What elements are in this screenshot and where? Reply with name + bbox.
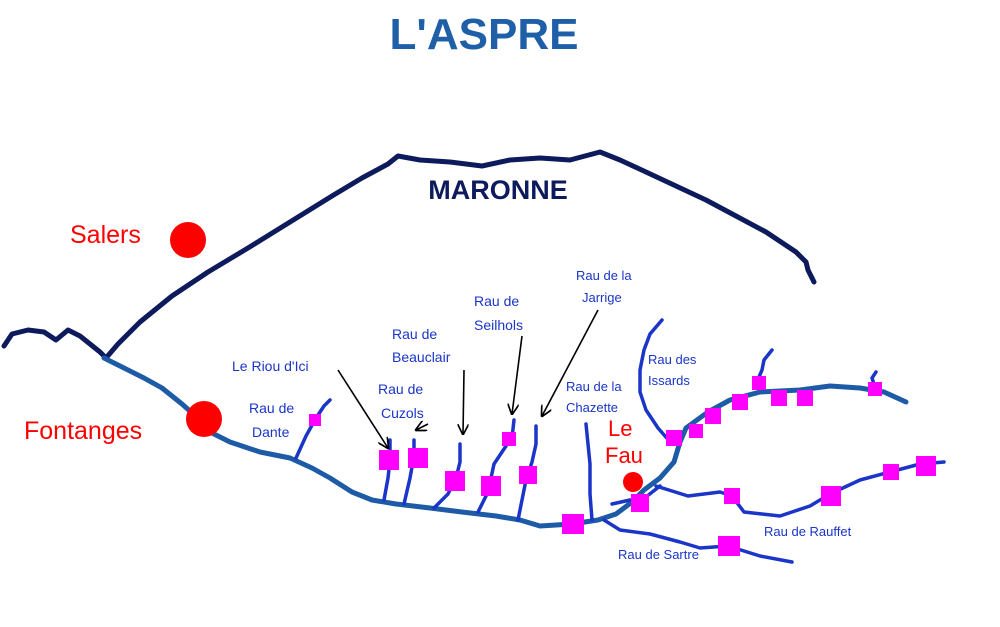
label-dante-2: Dante [252, 424, 290, 440]
stream-sartre [602, 518, 794, 564]
magenta-square-icon [445, 471, 465, 491]
label-beauclair-2: Beauclair [392, 349, 451, 365]
magenta-square-icon [519, 466, 537, 484]
salers-red-dot-icon [170, 222, 206, 258]
stream-rauffet [654, 460, 946, 518]
magenta-square-icon [562, 514, 584, 534]
stream-issards [638, 318, 674, 446]
maronne-label: MARONNE [428, 175, 568, 205]
le-fau-label-1: Le [608, 416, 632, 441]
magenta-square-icon [883, 464, 899, 480]
magenta-square-icon [481, 476, 501, 496]
magenta-square-icon [724, 488, 740, 504]
pointer-arrows [337, 309, 599, 448]
label-jarrige-2: Jarrige [582, 290, 622, 305]
site-markers [309, 376, 936, 556]
label-cuzols-1: Rau de [378, 381, 423, 397]
magenta-square-icon [379, 450, 399, 470]
label-jarrige-1: Rau de la [576, 268, 632, 283]
arrow-beauclair [463, 369, 464, 434]
fontanges-red-dot-icon [186, 401, 222, 437]
stream-chazette [584, 422, 594, 522]
arrow-jarrige [542, 309, 599, 416]
label-seilhols-1: Rau de [474, 293, 519, 309]
stream-dante [294, 398, 332, 460]
label-issards-2: Issards [648, 373, 690, 388]
magenta-square-icon [732, 394, 748, 410]
label-cuzols-2: Cuzols [381, 405, 424, 421]
magenta-square-icon [689, 424, 703, 438]
magenta-square-icon [309, 414, 321, 426]
salers-label: Salers [70, 221, 141, 249]
magenta-square-icon [752, 376, 766, 390]
label-riou-dici: Le Riou d'Ici [232, 358, 309, 374]
magenta-square-icon [771, 390, 787, 406]
le-fau-label-2: Fau [605, 443, 643, 468]
arrow-riou-dici [337, 369, 388, 448]
magenta-square-icon [868, 382, 882, 396]
magenta-square-icon [797, 390, 813, 406]
magenta-square-icon [502, 432, 516, 446]
label-beauclair-1: Rau de [392, 326, 437, 342]
le-fau-red-dot-icon [623, 472, 643, 492]
label-rauffet: Rau de Rauffet [764, 524, 852, 539]
magenta-square-icon [705, 408, 721, 424]
fontanges-label: Fontanges [24, 417, 142, 445]
label-chazette-1: Rau de la [566, 379, 622, 394]
label-issards-1: Rau des [648, 352, 697, 367]
magenta-square-icon [916, 456, 936, 476]
label-dante-1: Rau de [249, 400, 294, 416]
arrow-seilhols [512, 335, 523, 414]
label-chazette-2: Chazette [566, 400, 618, 415]
stream-labels: Le Riou d'Ici Rau de Dante Rau de Cuzols… [232, 268, 852, 562]
arrow-cuzols [416, 424, 429, 430]
magenta-square-icon [408, 448, 428, 468]
maronne-river [1, 149, 817, 361]
magenta-square-icon [821, 486, 841, 506]
magenta-square-icon [666, 430, 682, 446]
magenta-square-icon [718, 536, 740, 556]
magenta-square-icon [631, 494, 649, 512]
label-sartre: Rau de Sartre [618, 547, 699, 562]
label-seilhols-2: Seilhols [474, 317, 523, 333]
map-title: L'ASPRE [390, 10, 579, 59]
